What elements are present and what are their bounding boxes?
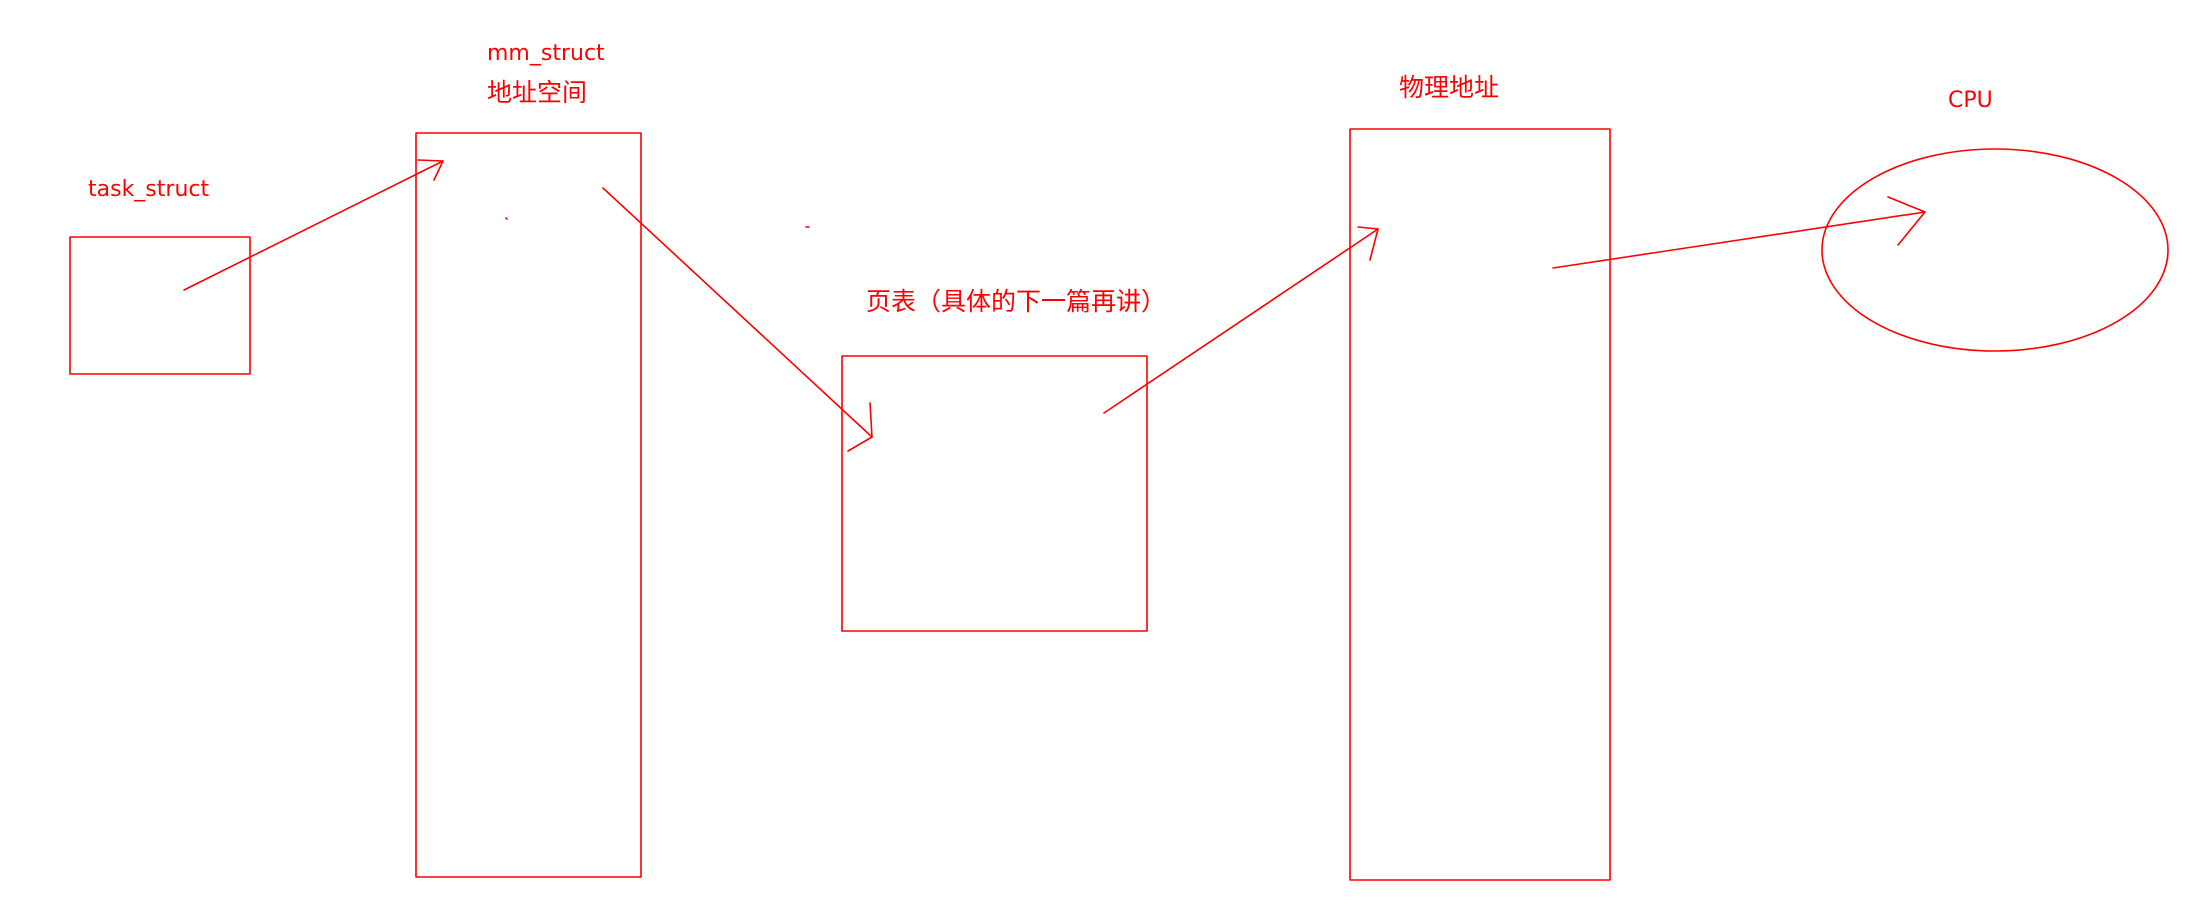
- arrow-task-to-address-space: [183, 159, 444, 291]
- physical-address-box: [1349, 128, 1611, 881]
- label-address-space: 地址空间: [487, 78, 587, 107]
- label-cpu: CPU: [1948, 88, 1993, 113]
- page-table-box: [841, 355, 1148, 632]
- task-struct-box: [69, 236, 251, 375]
- stray-dot: [505, 217, 508, 220]
- arrow-page-table-to-physical-address: [1103, 226, 1379, 414]
- arrow-physical-address-to-cpu: [1552, 196, 1926, 269]
- label-physical-address: 物理地址: [1399, 73, 1499, 102]
- arrow-address-space-to-page-table: [602, 187, 873, 452]
- label-page-table: 页表（具体的下一篇再讲）: [866, 287, 1166, 316]
- address-space-box: [415, 132, 642, 878]
- cpu-ellipse: [1821, 148, 2169, 352]
- label-task-struct: task_struct: [88, 177, 209, 202]
- label-mm-struct: mm_struct: [487, 41, 605, 66]
